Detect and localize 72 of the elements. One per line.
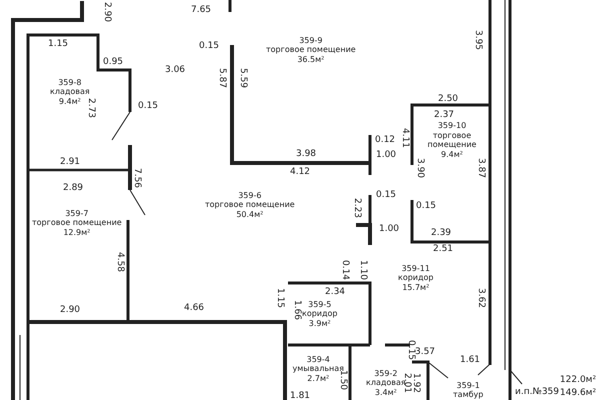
room-name: торговое помещение (426, 130, 478, 150)
room-area: 15.7м² (398, 282, 434, 292)
dimension-label: 1.92 (411, 372, 421, 394)
dimension-label: 7.56 (132, 168, 142, 188)
dimension-label: 4.12 (290, 167, 310, 177)
room-number: 359-11 (400, 264, 431, 273)
dimension-label: 2.39 (430, 228, 452, 238)
dimension-label: 4.66 (184, 303, 204, 313)
room-number: 359-6 (237, 190, 262, 200)
dimension-label: 0.14 (340, 260, 350, 280)
room-area: 12.9м² (32, 228, 122, 237)
room-area: 3.9м² (302, 318, 338, 328)
dimension-label: 3.90 (415, 158, 425, 178)
room-number: 359-7 (64, 208, 90, 218)
dimension-label: 1.00 (378, 224, 400, 234)
dimension-label: 0.15 (198, 41, 220, 51)
dimension-label: 3.57 (414, 347, 436, 357)
dimension-label: 2.51 (432, 244, 454, 254)
dimension-label: 5.87 (217, 68, 227, 88)
dimension-label: 0.15 (376, 190, 396, 200)
room-name: торговое помещение (205, 200, 295, 210)
dimension-label: 0.12 (374, 135, 396, 145)
room-area: 3.4м² (366, 388, 406, 397)
room-number: 359-10 (436, 121, 468, 130)
dimension-label: 2.90 (102, 2, 112, 22)
room-name: коридор (302, 309, 338, 318)
dimension-label: 1.61 (460, 355, 480, 365)
dimension-label: 1.15 (48, 39, 68, 49)
dimension-label: 2.23 (352, 198, 362, 218)
dimension-label: 7.65 (190, 5, 212, 15)
room-name: коридор (398, 273, 434, 282)
dimension-label: 0.95 (102, 57, 124, 67)
dimension-label: 3.06 (164, 65, 186, 75)
dimension-label: 1.15 (275, 288, 285, 308)
dimension-label: 1.00 (376, 150, 396, 160)
room-name: кладовая (366, 378, 406, 387)
dimension-label: 3.98 (296, 149, 316, 159)
room-number: 359-9 (298, 36, 324, 45)
room-number: 359-2 (373, 368, 398, 378)
room-name: кладовая (50, 87, 90, 96)
room-name: торговое помещение (32, 218, 122, 228)
area-note: 149.6м² (560, 388, 596, 398)
room-number: 359-5 (307, 300, 332, 309)
room-area: 50.4м² (205, 210, 295, 219)
dimension-label: 2.89 (62, 183, 84, 193)
dimension-label: 5.59 (238, 68, 248, 88)
area-note: 122.0м² (560, 375, 596, 385)
room-area: 9.4м² (422, 150, 482, 159)
dimension-label: 1.81 (290, 391, 310, 400)
dimension-label: 2.34 (324, 287, 346, 297)
dimension-label: 1.10 (358, 260, 368, 280)
room-number: 359-8 (57, 78, 82, 87)
room-number: 359-1 (456, 380, 481, 390)
room-name: торговое помещение (266, 45, 356, 54)
dimension-label: 3.62 (476, 288, 486, 308)
dimension-label: 3.95 (473, 30, 483, 50)
dimension-label: 2.91 (60, 157, 80, 167)
dimension-label: 2.50 (438, 94, 458, 104)
dimension-label: 2.37 (434, 110, 454, 120)
area-note: и.п.№359 (515, 387, 559, 397)
dimension-label: 4.11 (400, 128, 410, 148)
dimension-label: 0.15 (416, 201, 436, 211)
dimension-label: 1.66 (292, 300, 302, 320)
room-name: тамбур (453, 390, 484, 400)
dimension-label: 0.15 (406, 340, 416, 360)
dimension-label: 0.15 (138, 101, 158, 111)
room-name: умывальная (292, 364, 344, 373)
room-area: 36.5м² (266, 54, 356, 64)
room-number: 359-4 (306, 354, 331, 364)
dimension-label: 4.58 (115, 252, 125, 272)
dimension-label: 3.87 (476, 158, 486, 178)
dimension-label: 2.90 (60, 305, 80, 315)
